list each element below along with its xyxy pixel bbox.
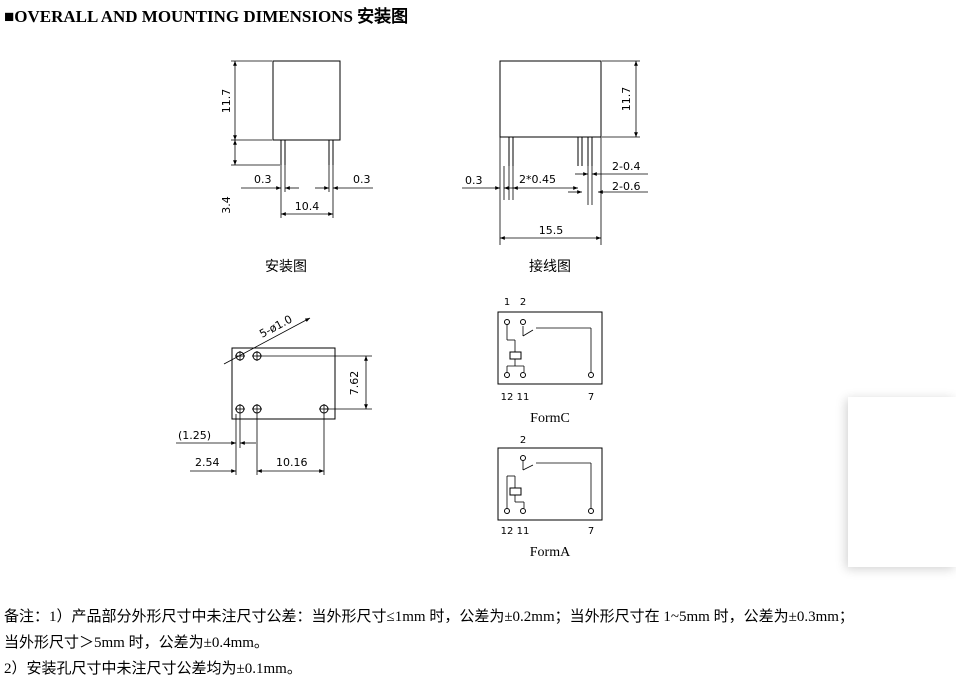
forma-label: FormA: [530, 545, 571, 560]
front-height-label: 11.7: [620, 87, 633, 112]
section-title: ■OVERALL AND MOUNTING DIMENSIONS 安装图: [4, 7, 409, 26]
formc-pin-12: 12: [501, 392, 514, 403]
relay-body-side: [272, 60, 341, 141]
side-pin-length-label: 3.4: [220, 196, 233, 214]
front-pin-offset: 0.3: [465, 174, 483, 187]
front-pin-pair: 2*0.45: [519, 173, 556, 186]
pcb-hole: [235, 351, 245, 361]
formc-label: FormC: [530, 411, 570, 426]
side-pin-width-right: 0.3: [353, 173, 371, 186]
pcb-hole: [252, 404, 262, 414]
relay-body-front: [499, 60, 602, 138]
form-a-diagram: 2 12 11 7 FormA: [497, 435, 603, 560]
side-height-label: 11.7: [220, 89, 233, 114]
pcb-pitch-h2: 10.16: [276, 456, 308, 469]
pcb-outline: [231, 347, 336, 420]
formc-pin-7: 7: [588, 392, 594, 403]
pcb-offset: (1.25): [178, 429, 211, 442]
note-line-1: 备注：1）产品部分外形尺寸中未注尺寸公差：当外形尺寸≤1mm 时，公差为±0.2…: [4, 609, 854, 625]
formc-pin-2: 2: [520, 297, 526, 308]
front-pin-dim-2: 2-0.6: [612, 180, 640, 193]
dimension-drawing: 11.7 3.4 0.3 0.3 10.4 安装图 11.7: [176, 60, 648, 560]
front-pin-dim-1: 2-0.4: [612, 160, 640, 173]
front-length-label: 15.5: [539, 224, 564, 237]
side-panel: [848, 397, 956, 567]
pcb-pitch-h1: 2.54: [195, 456, 220, 469]
pcb-layout: 5-ø1.0 7.62 (1.25) 2.54 10.16: [176, 313, 372, 475]
side-view: 11.7 3.4 0.3 0.3 10.4 安装图: [220, 60, 373, 275]
notes: 备注：1）产品部分外形尺寸中未注尺寸公差：当外形尺寸≤1mm 时，公差为±0.2…: [4, 604, 956, 682]
side-pin-width-left: 0.3: [254, 173, 272, 186]
note-line-2: 当外形尺寸＞5mm 时，公差为±0.4mm。: [4, 635, 269, 651]
note-line-3: 2）安装孔尺寸中未注尺寸公差均为±0.1mm。: [4, 661, 302, 677]
form-c-diagram: 1 2 12 11 7 FormC: [497, 297, 603, 426]
pcb-pitch-v: 7.62: [348, 371, 361, 396]
forma-pin-2: 2: [520, 435, 526, 446]
pcb-hole: [235, 404, 245, 414]
forma-pin-12: 12: [501, 526, 514, 537]
front-view-caption: 接线图: [529, 258, 571, 275]
formc-pin-1: 1: [504, 297, 510, 308]
formc-pin-11: 11: [517, 392, 530, 403]
forma-pin-7: 7: [588, 526, 594, 537]
side-width-label: 10.4: [295, 200, 320, 213]
front-view: 11.7 0.3 2*0.45 2-0.4 2-0.6 15.5 接线图: [462, 60, 648, 275]
side-view-caption: 安装图: [265, 259, 307, 275]
forma-pin-11: 11: [517, 526, 530, 537]
